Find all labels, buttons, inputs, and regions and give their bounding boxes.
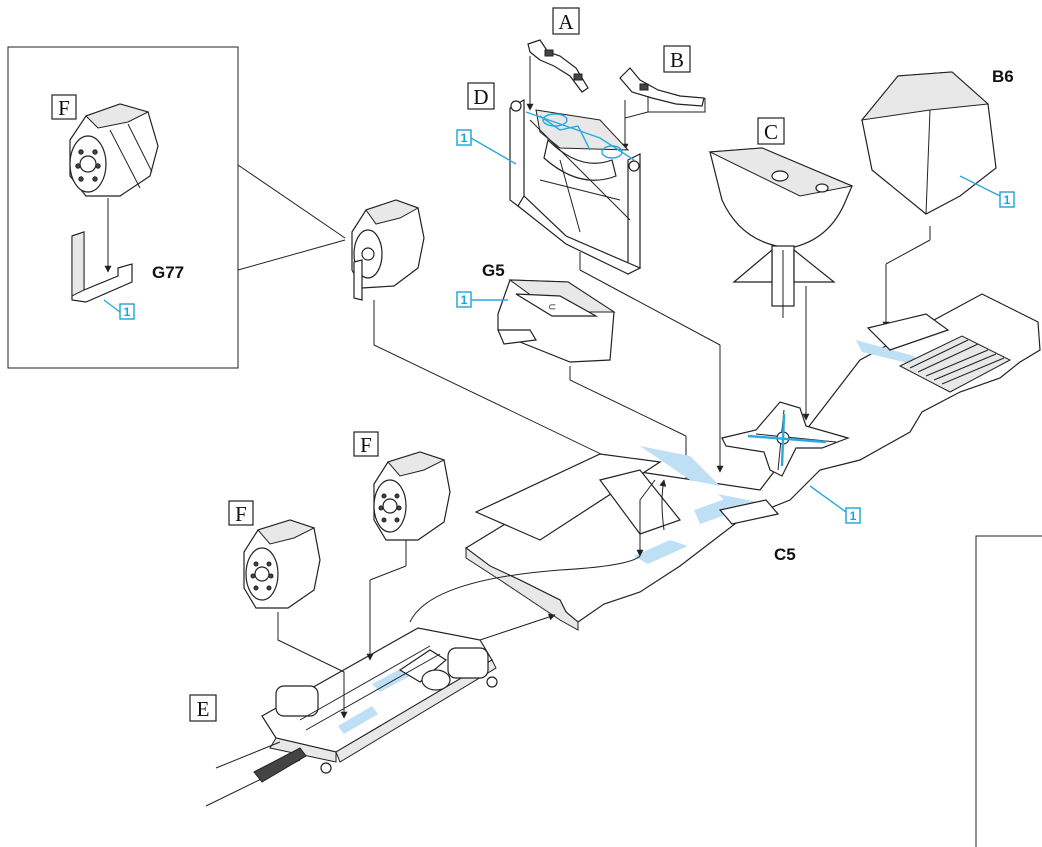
drum-part-f-left bbox=[243, 519, 321, 609]
drum-part-detail bbox=[69, 103, 159, 197]
svg-text:⊂: ⊂ bbox=[548, 302, 556, 313]
step-number-c5: 1 bbox=[809, 485, 861, 524]
svg-text:1: 1 bbox=[461, 293, 468, 307]
step-number-d-frame: 1 bbox=[456, 129, 517, 165]
block-part-g5: ⊂ bbox=[497, 279, 616, 363]
seat-part-c bbox=[708, 147, 854, 318]
arrow-e-to-floor bbox=[479, 613, 556, 641]
next-inset-frame bbox=[975, 535, 1042, 847]
label-box-f-mid: F bbox=[353, 431, 379, 457]
seat-base-cross bbox=[721, 401, 850, 477]
label-box-c: C bbox=[757, 117, 785, 145]
svg-text:E: E bbox=[197, 697, 210, 721]
svg-text:1: 1 bbox=[124, 305, 131, 319]
block-part-b6 bbox=[860, 71, 997, 215]
label-box-f-left: F bbox=[228, 500, 254, 526]
svg-text:F: F bbox=[58, 96, 70, 120]
arrow-slot-up bbox=[659, 479, 667, 531]
label-box-a: A bbox=[552, 7, 580, 35]
svg-text:D: D bbox=[473, 85, 488, 109]
svg-text:F: F bbox=[360, 433, 372, 457]
arrow-drum-into-slot bbox=[636, 479, 656, 557]
svg-text:1: 1 bbox=[850, 509, 857, 523]
part-code-g5: G5 bbox=[482, 261, 505, 280]
bracket-part-g77 bbox=[71, 231, 133, 303]
label-box-f-detail: F bbox=[51, 94, 77, 120]
frame-part-d bbox=[509, 98, 642, 275]
strap-part-b bbox=[619, 67, 705, 107]
svg-text:C: C bbox=[764, 120, 778, 144]
leader-e-to-floor bbox=[409, 555, 641, 623]
step-number-g5: 1 bbox=[456, 291, 508, 308]
svg-text:F: F bbox=[235, 502, 247, 526]
svg-text:1: 1 bbox=[461, 131, 468, 145]
drum-bracket-assembly bbox=[351, 199, 425, 301]
svg-text:1: 1 bbox=[1004, 193, 1011, 207]
part-code-b6: B6 bbox=[992, 67, 1014, 86]
drum-part-f-mid bbox=[373, 451, 451, 541]
part-code-c5: C5 bbox=[774, 545, 796, 564]
step-number-b6: 1 bbox=[959, 175, 1015, 208]
leader-b-bracket bbox=[647, 96, 706, 113]
step-number-g77: 1 bbox=[103, 299, 135, 320]
strap-part-a bbox=[527, 39, 589, 93]
part-code-g77: G77 bbox=[152, 263, 184, 282]
svg-text:A: A bbox=[558, 10, 574, 34]
arrow-f-left-to-chassis bbox=[277, 612, 348, 719]
floor-panel-c5 bbox=[464, 293, 1041, 631]
label-box-d: D bbox=[467, 82, 495, 110]
label-box-b: B bbox=[663, 45, 691, 73]
chassis-part-e bbox=[205, 627, 498, 807]
label-box-e: E bbox=[189, 694, 217, 722]
svg-text:B: B bbox=[670, 48, 684, 72]
